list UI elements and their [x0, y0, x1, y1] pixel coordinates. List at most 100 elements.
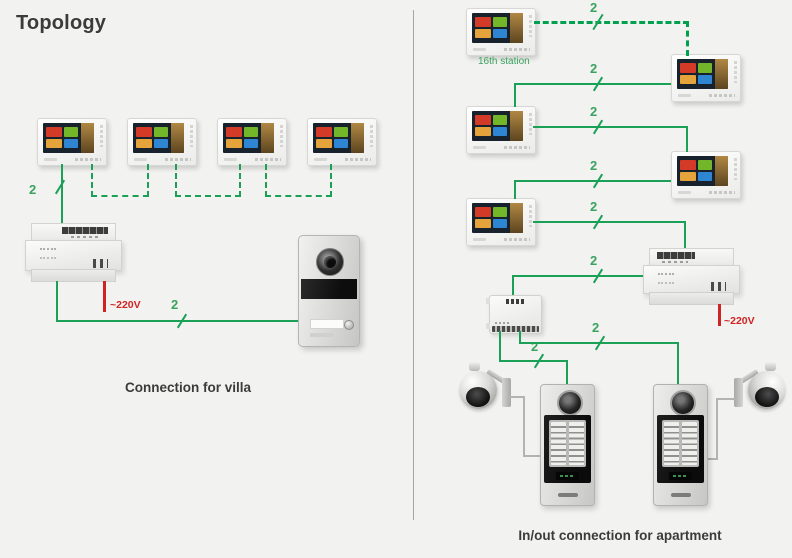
monitor-speaker-bar	[314, 158, 327, 161]
doorstation-name-tag	[310, 319, 344, 329]
indoor-monitor	[466, 198, 536, 246]
monitor-speaker-bar	[473, 238, 486, 241]
doorstation-speaker-slot	[557, 493, 578, 497]
villa-caption: Connection for villa	[124, 380, 251, 395]
wire-count-label: 2	[590, 61, 598, 76]
wire-count-label: 2	[590, 199, 598, 214]
monitor-screen	[223, 123, 274, 153]
wire-psu-distributor	[512, 275, 514, 296]
doorstation-front-panel	[657, 415, 704, 483]
monitor-screen	[133, 123, 184, 153]
power-supply	[643, 248, 740, 305]
screen-tile-orange	[46, 139, 62, 148]
monitor-buttons	[165, 158, 191, 161]
indoor-monitor	[671, 151, 741, 199]
wire-riser	[686, 126, 688, 152]
wire-monitor-chain	[239, 164, 241, 197]
monitor-speaker-bar	[678, 94, 691, 97]
power-supply	[25, 223, 122, 282]
wire-distributor-station	[499, 331, 501, 362]
monitor-screen	[677, 59, 728, 89]
monitor-side-buttons	[100, 125, 103, 147]
wire-camera	[509, 396, 525, 398]
wire-riser	[684, 221, 686, 249]
monitor-speaker-bar	[134, 158, 147, 161]
monitor-side-buttons	[370, 125, 373, 147]
screen-tile-red	[475, 207, 491, 217]
screen-tile-blue	[493, 219, 507, 228]
monitor-screen	[313, 123, 364, 153]
monitor-side-buttons	[734, 158, 737, 180]
doorstation-display	[669, 472, 692, 480]
screen-tile-blue	[334, 139, 348, 148]
station-index-label: 16th station	[478, 56, 530, 67]
screen-tile-red	[680, 63, 696, 73]
mains-voltage-label: ~220V	[110, 299, 141, 311]
psu-logo	[658, 273, 674, 284]
wire-camera	[523, 396, 525, 457]
wire-camera	[716, 398, 718, 460]
apartment-caption: In/out connection for apartment	[518, 528, 722, 543]
screen-tile-red	[226, 127, 242, 137]
screen-tile-red	[46, 127, 62, 137]
wire-count-label: 2	[590, 0, 598, 15]
monitor-buttons	[709, 94, 735, 97]
wire-psu-doorstation	[56, 320, 299, 322]
wire-camera	[704, 458, 718, 460]
monitor-buttons	[75, 158, 101, 161]
screen-tile-red	[316, 127, 332, 137]
page-title: Topology	[16, 12, 107, 34]
apartment-door-station	[540, 384, 595, 506]
monitor-screen	[677, 156, 728, 186]
camera-lens	[324, 256, 336, 268]
psu-logo	[40, 248, 56, 259]
monitor-buttons	[504, 48, 530, 51]
doorstation-display	[556, 472, 579, 480]
dome-lens-ball	[459, 371, 497, 409]
indoor-monitor	[217, 118, 287, 166]
wire-riser	[533, 221, 686, 223]
button-column	[551, 422, 566, 465]
wire-monitor-chain	[265, 195, 332, 197]
screen-tile-blue	[493, 29, 507, 38]
wire-riser	[514, 180, 671, 182]
psu-power-terminals	[711, 282, 726, 291]
monitor-buttons	[709, 191, 735, 194]
monitor-speaker-bar	[224, 158, 237, 161]
module-bottom-terminals	[492, 326, 539, 332]
screen-wallpaper	[171, 123, 184, 153]
wire-monitor-chain	[265, 164, 267, 197]
wire-count-label: 2	[29, 182, 37, 197]
wire-count-label: 2	[592, 320, 600, 335]
psu-body	[643, 265, 740, 294]
dome-camera	[456, 362, 512, 412]
screen-tile-orange	[475, 29, 491, 38]
wire-riser	[514, 83, 516, 107]
wire-psu-distributor	[512, 275, 643, 277]
module-mounting-ear	[486, 298, 490, 304]
monitor-speaker-bar	[678, 191, 691, 194]
psu-bottom-rail	[31, 269, 116, 282]
wire-monitor-chain	[330, 164, 332, 197]
monitor-buttons	[504, 146, 530, 149]
indoor-monitor	[307, 118, 377, 166]
doorstation-camera-icon	[556, 390, 583, 416]
psu-power-terminals	[93, 259, 108, 268]
wire-monitor-psu	[61, 164, 63, 223]
screen-tile-blue	[698, 75, 712, 84]
screen-tile-green	[698, 63, 712, 73]
wire-riser	[514, 83, 671, 85]
wire-camera	[523, 455, 541, 457]
screen-tile-green	[64, 127, 78, 137]
mains-voltage-label: ~220V	[724, 315, 755, 327]
screen-tile-green	[493, 115, 507, 125]
distributor-module	[486, 295, 542, 334]
wire-monitor-chain	[91, 195, 149, 197]
psu-terminals	[657, 252, 695, 259]
module-top-terminals	[506, 299, 526, 304]
button-column	[664, 422, 679, 465]
wire-distributor-station	[677, 342, 679, 385]
screen-wallpaper	[715, 156, 728, 186]
monitor-screen	[43, 123, 94, 153]
wire-distributor-station	[566, 360, 568, 385]
